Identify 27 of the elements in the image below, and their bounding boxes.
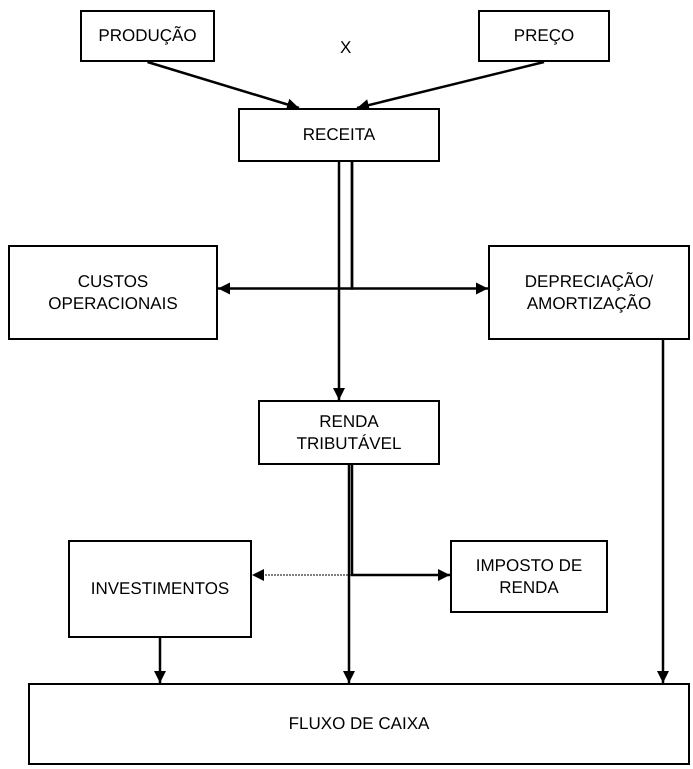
arrow xyxy=(154,638,166,683)
arrow xyxy=(356,60,544,111)
box-label: PREÇO xyxy=(512,25,576,47)
box-label: RENDA TRIBUTÁVEL xyxy=(296,411,402,454)
process-box xyxy=(238,108,440,162)
box-label: PRODUÇÃO xyxy=(97,25,198,47)
arrow xyxy=(147,60,300,110)
multiply-sign: X xyxy=(340,38,352,58)
arrow xyxy=(350,162,488,294)
box-label: INVESTIMENTOS xyxy=(90,578,230,600)
process-box xyxy=(68,540,252,638)
process-box xyxy=(80,10,215,62)
box-label: DEPRECIAÇÃO/ AMORTIZAÇÃO xyxy=(524,271,654,314)
process-box xyxy=(450,540,608,613)
box-label: RECEITA xyxy=(302,124,376,146)
box-label: CUSTOS OPERACIONAIS xyxy=(47,271,179,314)
arrow xyxy=(333,162,345,400)
process-box xyxy=(258,400,440,465)
process-box xyxy=(28,683,690,765)
process-box xyxy=(488,245,690,340)
process-box xyxy=(478,10,610,62)
process-box xyxy=(8,245,218,340)
box-label: FLUXO DE CAIXA xyxy=(288,713,430,735)
arrow xyxy=(657,340,669,683)
arrow xyxy=(350,465,450,581)
arrow xyxy=(343,465,355,683)
box-label: IMPOSTO DE RENDA xyxy=(474,555,584,598)
